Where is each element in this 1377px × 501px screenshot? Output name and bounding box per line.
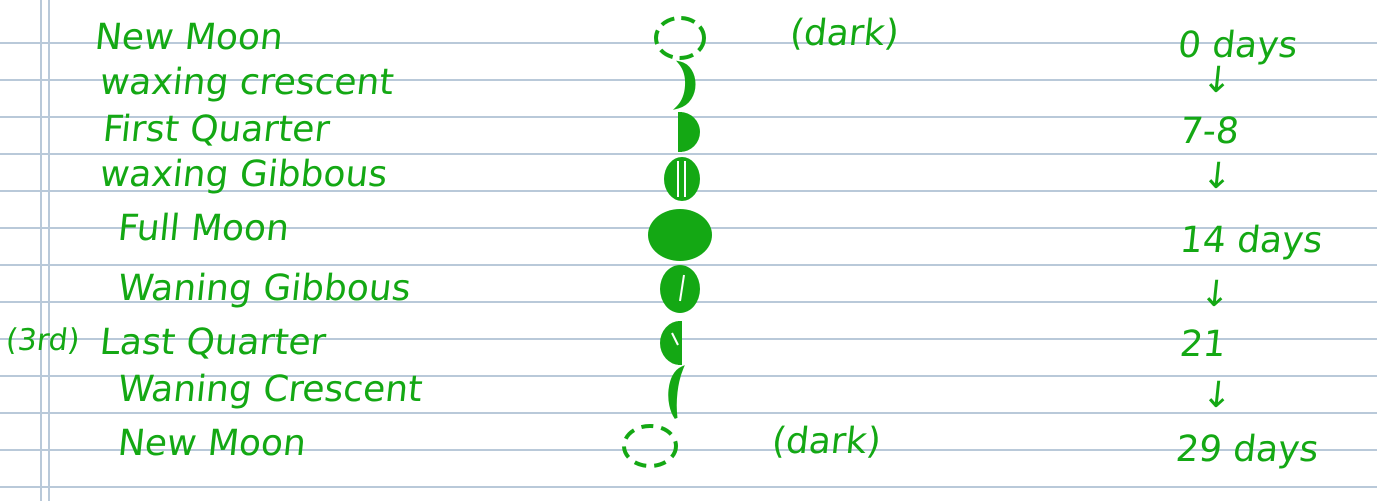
first-quarter-icon (678, 112, 700, 152)
phase-name: First Quarter (100, 109, 332, 150)
moon-phase-row: First Quarter 7-8 (0, 104, 1377, 158)
phase-name: waxing Gibbous (97, 154, 390, 195)
phase-name: Waning Crescent (115, 369, 425, 410)
phase-name: Last Quarter (97, 322, 328, 363)
day-count: ↓ (1199, 60, 1235, 101)
full-moon-icon (648, 209, 712, 261)
moon-phase-row: (3rd) Last Quarter 21 (0, 315, 1377, 369)
moon-phase-row: New Moon (dark) 29 days (0, 418, 1377, 472)
day-count: 29 days (1173, 429, 1321, 470)
moon-phase-row: Waning Crescent ↓ (0, 364, 1377, 419)
moon-phase-row: waxing Gibbous ↓ (0, 151, 1377, 205)
margin-line (40, 0, 42, 501)
day-count: ↓ (1199, 375, 1235, 416)
waning-crescent-icon (668, 365, 685, 419)
phase-name: waxing crescent (97, 62, 396, 103)
phase-name: New Moon (115, 423, 309, 464)
phase-name: Full Moon (115, 208, 292, 249)
waxing-crescent-icon (672, 60, 696, 110)
margin-line (48, 0, 50, 501)
last-quarter-icon (660, 321, 682, 365)
waning-gibbous-icon (660, 265, 700, 313)
new-moon-outline-icon (654, 16, 706, 60)
day-count: 7-8 (1177, 111, 1242, 152)
phase-name: Waning Gibbous (115, 268, 413, 309)
new-moon-outline-icon (622, 424, 678, 468)
day-count: ↓ (1199, 156, 1235, 197)
moon-phase-row: New Moon (dark) 0 days (0, 10, 1377, 66)
waxing-gibbous-icon (664, 157, 700, 201)
dark-note: (dark) (769, 421, 883, 462)
day-count: 21 (1177, 324, 1229, 365)
moon-phase-row: Full Moon 14 days (0, 205, 1377, 261)
moon-phase-row: Waning Gibbous ↓ (0, 259, 1377, 315)
dark-note: (dark) (787, 13, 901, 54)
phase-name: New Moon (92, 17, 286, 58)
third-quarter-prefix: (3rd) (4, 323, 82, 358)
day-count: 14 days (1177, 220, 1325, 261)
moon-phase-row: waxing crescent ↓ (0, 57, 1377, 111)
day-count: ↓ (1197, 274, 1233, 315)
